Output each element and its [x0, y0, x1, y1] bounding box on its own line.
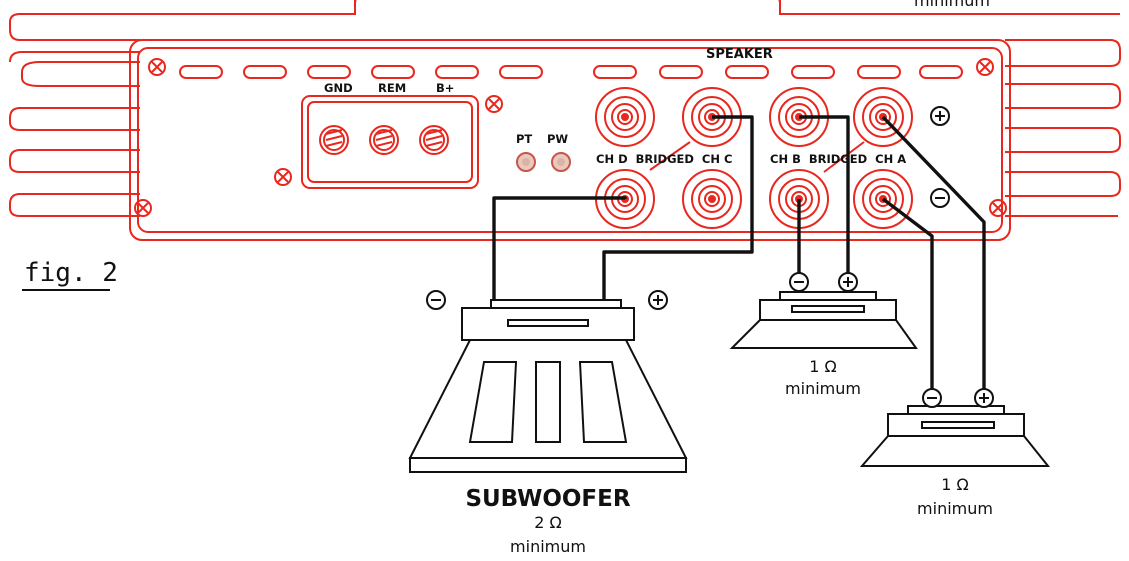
plus-icon	[974, 388, 994, 408]
top-handle	[354, 0, 781, 14]
minus-icon	[930, 188, 950, 208]
minus-icon	[789, 272, 809, 292]
terminal-screw-icon	[369, 125, 399, 155]
plus-icon	[838, 272, 858, 292]
indicator-label-pw: PW	[547, 132, 568, 146]
indicator-leds	[516, 152, 571, 172]
figure-label: fig. 2	[24, 258, 118, 288]
plus-icon	[648, 290, 668, 310]
left-heatsink	[9, 0, 356, 217]
terminal-screw-icon	[319, 125, 349, 155]
channel-label-ab: CH B BRIDGED CH A	[770, 152, 906, 166]
vent-slots	[179, 65, 963, 79]
screw-icons	[134, 58, 1007, 217]
amplifier-body	[129, 39, 1011, 241]
indicator-label-pt: PT	[516, 132, 532, 146]
header-cut-text: minimum	[914, 0, 990, 10]
speaker-one-impedance: 1 Ω	[809, 357, 837, 376]
speaker-heading: SPEAKER	[706, 47, 773, 62]
plus-icon	[930, 106, 950, 126]
terminal-label-bplus: B+	[436, 81, 454, 95]
right-heatsink	[779, 0, 1121, 217]
subwoofer-impedance: 2 Ω	[534, 513, 562, 532]
minus-icon	[922, 388, 942, 408]
terminal-label-rem: REM	[378, 81, 406, 95]
subwoofer-drawing	[408, 299, 688, 473]
subwoofer-title: SUBWOOFER	[465, 486, 630, 512]
minus-icon	[426, 290, 446, 310]
speaker-two-drawing	[859, 405, 1051, 467]
wires	[492, 115, 986, 396]
speaker-two-impedance: 1 Ω	[941, 475, 969, 494]
terminal-screw-icon	[419, 125, 449, 155]
subwoofer-note: minimum	[510, 537, 586, 556]
speaker-one-drawing	[729, 291, 918, 349]
speaker-two-note: minimum	[917, 499, 993, 518]
power-terminal-block	[301, 95, 479, 189]
channel-label-cd: CH D BRIDGED CH C	[596, 152, 732, 166]
speaker-one-note: minimum	[785, 379, 861, 398]
terminal-label-gnd: GND	[324, 81, 353, 95]
